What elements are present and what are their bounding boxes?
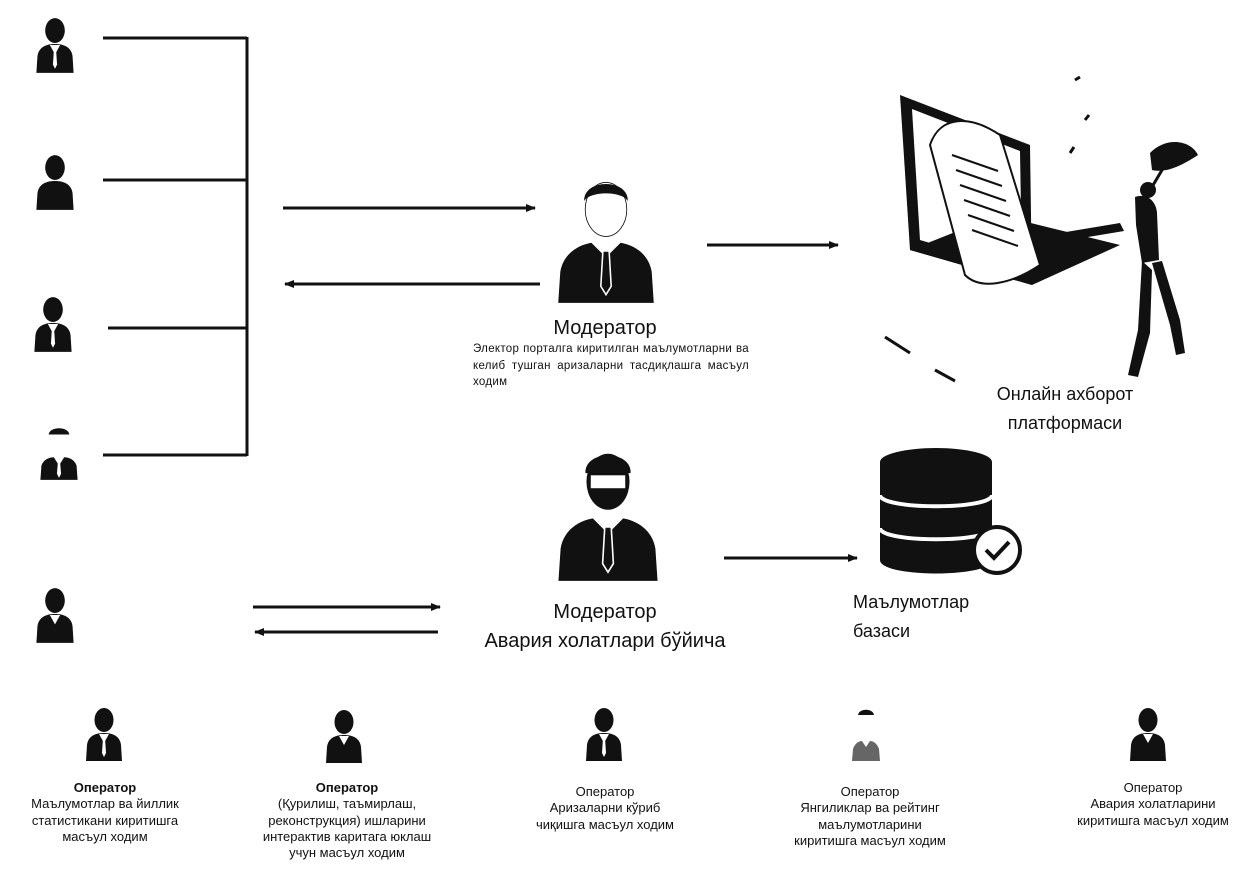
moderator-title: Модератор: [553, 317, 657, 339]
operator-description-line: реконструкция) ишларини: [268, 812, 426, 828]
operator-description-line: учун масъул ходим: [289, 845, 405, 860]
person-icon: [34, 297, 72, 352]
emergency-moderator-icon: [558, 453, 658, 581]
person-icon: [36, 18, 74, 73]
database-label-line2: базаси: [853, 620, 911, 641]
document-lines: [951, 154, 1019, 247]
operator-2-label: Оператор (Қурилиш, таъмирлаш, реконструк…: [232, 780, 462, 861]
bracket-connector: [103, 36, 249, 457]
operator-description-line: Янгиликлар ва рейтинг: [800, 800, 940, 816]
platform-label-line2: платформаси: [1007, 412, 1123, 433]
database-label: Маълумотлар базаси: [853, 588, 983, 646]
emergency-moderator-subtitle: Авария холатлари бўйича: [484, 630, 726, 652]
operator-description-line: маълумотларини: [818, 816, 922, 832]
operator-title: Оператор: [840, 784, 900, 799]
operator-description-line: чиқишга масъул ходим: [536, 816, 674, 832]
database-label-line1: Маълумотлар: [853, 592, 970, 612]
operator-1-label: Оператор Маълумотлар ва йиллик статистик…: [10, 780, 200, 845]
operator-description-line: масъул ходим: [62, 828, 148, 844]
operator-description-line: статистикани киритишга: [31, 812, 179, 828]
operator-description-line: киритишга масъул ходим: [1077, 812, 1229, 828]
operator-icon: [586, 708, 622, 761]
platform-label-line1: Онлайн ахборот: [996, 384, 1134, 404]
operator-icon: [1130, 708, 1166, 761]
platform-label: Онлайн ахборот платформаси: [980, 380, 1150, 438]
operator-description-line: интерактив каритага юклаш: [262, 828, 432, 844]
operator-title: Оператор: [315, 780, 379, 795]
emergency-moderator-label: Модератор Авария холатлари бўйича: [460, 598, 750, 656]
database-icon: [878, 448, 1022, 575]
moderator-description: Электор порталга киритилган маълумотларн…: [473, 343, 749, 389]
person-icon: [40, 428, 78, 480]
operator-title: Оператор: [575, 784, 635, 799]
online-platform-illustration: [884, 75, 1198, 383]
operator-icon: [326, 710, 362, 763]
emergency-moderator-title: Модератор: [553, 601, 657, 623]
operator-description-line: Маълумотлар ва йиллик: [31, 796, 179, 812]
operator-title: Оператор: [1123, 780, 1183, 795]
operator-description-line: Аризаларни кўриб: [549, 800, 661, 816]
operator-icon: [86, 708, 122, 761]
operator-title: Оператор: [73, 780, 137, 795]
moderator-icon: [558, 182, 654, 303]
operator-description-line: киритишга масъул ходим: [794, 832, 946, 848]
operator-description-line: Авария холатларини: [1090, 796, 1216, 812]
operator-5-label: Оператор Авария холатларини киритишга ма…: [1053, 780, 1253, 829]
operator-icon: [852, 709, 880, 761]
operator-4-label: Оператор Янгиликлар ва рейтинг маълумотл…: [770, 784, 970, 849]
operator-3-label: Оператор Аризаларни кўриб чиқишга масъул…: [510, 784, 700, 833]
operator-description-line: (Қурилиш, таъмирлаш,: [277, 796, 417, 812]
person-icon: [36, 155, 74, 210]
person-icon: [36, 588, 74, 643]
